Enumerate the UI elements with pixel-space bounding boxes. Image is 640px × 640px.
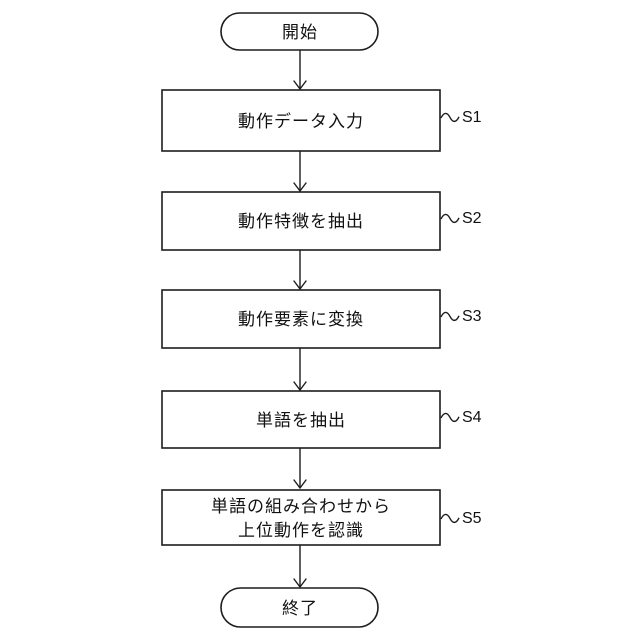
step-s1-shape — [161, 89, 441, 152]
step-box-s2: 動作特徴を抽出 S2 — [161, 191, 482, 251]
step-s3-ref-label: S3 — [462, 308, 482, 325]
step-s2-ref-connector — [440, 213, 460, 224]
step-s4-shape — [161, 390, 441, 449]
terminal-end: 終了 — [220, 587, 379, 628]
step-box-s5: 単語の組み合わせから 上位動作を認識 S5 — [161, 489, 482, 546]
arrow-s2-to-s3 — [293, 250, 307, 291]
terminal-end-shape — [220, 587, 379, 628]
step-s1-ref-label: S1 — [462, 109, 482, 126]
step-s2-label: 動作特徴を抽出 — [238, 212, 364, 231]
arrow-s1-to-s2 — [293, 151, 307, 193]
step-s3-ref-connector — [440, 311, 460, 322]
step-s4-label: 単語を抽出 — [256, 411, 346, 430]
step-box-s1: 動作データ入力 S1 — [161, 89, 482, 152]
step-s5-label-line1: 単語の組み合わせから — [211, 497, 391, 516]
arrow-s5-to-end — [293, 545, 307, 589]
step-s5-shape — [161, 489, 441, 546]
step-box-s3: 動作要素に変換 S3 — [161, 289, 482, 349]
terminal-start: 開始 — [220, 12, 379, 51]
step-s1-label: 動作データ入力 — [238, 111, 364, 131]
arrow-s3-to-s4 — [293, 348, 307, 392]
step-s2-ref-label: S2 — [462, 210, 482, 227]
step-s5-ref-connector — [440, 513, 460, 524]
step-s3-label: 動作要素に変換 — [238, 310, 364, 329]
step-s2-shape — [161, 191, 441, 251]
step-s1-ref-connector — [440, 112, 460, 123]
step-s5-label-line2: 上位動作を認識 — [238, 521, 364, 540]
terminal-start-label: 開始 — [282, 23, 318, 42]
step-s3-shape — [161, 289, 441, 349]
step-box-s4: 単語を抽出 S4 — [161, 390, 482, 449]
step-s5-ref-label: S5 — [462, 510, 482, 527]
terminal-end-label: 終了 — [282, 599, 318, 618]
step-s4-ref-label: S4 — [462, 409, 482, 426]
step-s4-ref-connector — [440, 412, 460, 423]
arrow-s4-to-s5 — [293, 448, 307, 490]
arrow-start-to-s1 — [293, 50, 307, 91]
